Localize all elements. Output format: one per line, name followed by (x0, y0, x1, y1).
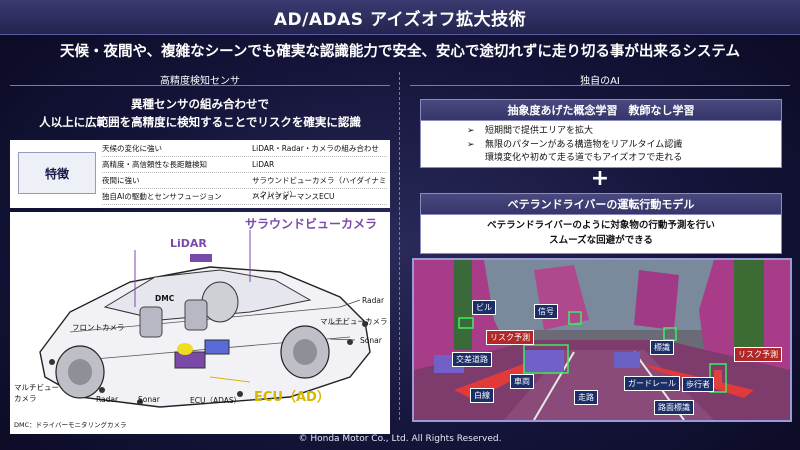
sensor-heading: 異種センサの組み合わせで 人以上に広範囲を高精度に検知することでリスクを確実に認… (10, 95, 390, 131)
feature-key: 夜間に強い (102, 176, 140, 185)
plus-icon: + (590, 166, 610, 191)
lidar-label: LiDAR (170, 237, 207, 250)
scene-tag-sign: 標識 (650, 340, 674, 355)
multiview-camera-left-label-1: マルチビュー (14, 383, 59, 392)
sonar-right-label: Sonar (360, 336, 382, 345)
sonar-bottom-label: Sonar (138, 395, 160, 404)
radar-bottom-label: Radar (96, 395, 119, 404)
ecu-ad-label: ECU（AD） (254, 390, 330, 405)
right-section-title: 独自のAI (580, 76, 620, 87)
bullet-text: 環境変化や初めて走る道でもアイズオフで走れる (485, 153, 683, 163)
multiview-camera-left-label-2: カメラ (14, 394, 37, 403)
sensor-heading-line2: 人以上に広範囲を高精度に検知することでリスクを確実に認識 (39, 115, 361, 129)
title-bar: AD/ADAS アイズオフ拡大技術 (0, 0, 800, 35)
feature-row: 独自AIの駆動とセンサフュージョン ハイパフォーマンスECU (102, 190, 387, 205)
feature-key: 独自AIの駆動とセンサフュージョン (102, 192, 222, 201)
concept-learning-body: ➢ 短期間で提供エリアを拡大 ➢ 無限のパターンがある構造物をリアルタイム認識 … (420, 121, 782, 168)
scene-tag-signal: 信号 (534, 304, 558, 319)
feature-value: ハイパフォーマンスECU (252, 192, 335, 201)
feature-key: 高精度・高信頼性な長距離検知 (102, 160, 207, 169)
feature-panel: 特徴 天候の変化に強い LiDAR・Radar・カメラの組み合わせ 高精度・高信… (10, 140, 390, 208)
bullet-text: 短期間で提供エリアを拡大 (485, 126, 594, 136)
feature-row: 天候の変化に強い LiDAR・Radar・カメラの組み合わせ (102, 142, 387, 157)
page-title: AD/ADAS アイズオフ拡大技術 (273, 9, 527, 30)
ecu-adas-label: ECU（ADAS） (190, 396, 242, 405)
column-divider (399, 72, 400, 420)
feature-value: サラウンドビューカメラ（ハイダイナミックレンジ） (252, 176, 387, 199)
scene-tag-road: 走路 (574, 390, 598, 405)
bullet-arrow-icon: ➢ (467, 140, 475, 150)
veteran-driver-body: ベテランドライバーのように対象物の行動予測を行い スムーズな回避ができる (420, 215, 782, 254)
veteran-driver-text-line2: スムーズな回避ができる (549, 235, 653, 246)
radar-right-label: Radar (362, 296, 385, 305)
scene-tag-guardrail: ガードレール (624, 376, 680, 391)
right-title-rule (410, 85, 790, 86)
dmc-footnote: DMC：ドライバーモニタリングカメラ (14, 421, 127, 429)
scene-tag-risk-right: リスク予測 (734, 347, 782, 362)
left-section-title: 高精度検知センサ (160, 76, 240, 87)
dmc-label: DMC (155, 294, 175, 303)
scene-tag-building: ビル (472, 300, 496, 315)
scene-tag-road-sign: 路面標識 (654, 400, 694, 415)
car-wireframe-illustration (39, 230, 371, 408)
veteran-driver-header: ベテランドライバーの運転行動モデル (420, 193, 782, 215)
sensor-heading-line1: 異種センサの組み合わせで (131, 97, 269, 111)
segmentation-scene: ビル 信号 リスク予測 標識 リスク予測 交差道路 車両 ガードレール 歩行者 … (412, 258, 792, 422)
car-sensor-diagram: サラウンドビューカメラ LiDAR DMC フロントカメラ Radar マルチビ… (10, 212, 390, 434)
feature-tag: 特徴 (18, 152, 96, 194)
headline: 天候・夜間や、複雑なシーンでも確実な認識能力で安全、安心で途切れずに走り切る事が… (60, 44, 740, 60)
feature-value: LiDAR・Radar・カメラの組み合わせ (252, 144, 379, 153)
front-camera-label: フロントカメラ (72, 323, 125, 332)
scene-tag-crosswalk: 交差道路 (452, 352, 492, 367)
veteran-driver-text-line1: ベテランドライバーのように対象物の行動予測を行い (487, 220, 715, 231)
bullet-arrow-icon: ➢ (467, 126, 475, 136)
multiview-camera-right-label: マルチビューカメラ (320, 317, 388, 326)
feature-key: 天候の変化に強い (102, 144, 162, 153)
scene-tag-risk-left: リスク予測 (486, 330, 534, 345)
feature-row: 夜間に強い サラウンドビューカメラ（ハイダイナミックレンジ） (102, 174, 387, 199)
surround-camera-label: サラウンドビューカメラ (245, 217, 378, 231)
feature-value: LiDAR (252, 160, 275, 169)
scene-tag-white-line: 白線 (470, 388, 494, 403)
scene-tag-vehicle: 車両 (510, 374, 534, 389)
left-title-rule (10, 85, 390, 86)
copyright-footer: © Honda Motor Co., Ltd. All Rights Reser… (298, 434, 502, 444)
scene-tag-pedestrian: 歩行者 (682, 377, 714, 392)
concept-learning-header: 抽象度あげた概念学習 教師なし学習 (420, 99, 782, 121)
bullet-text: 無限のパターンがある構造物をリアルタイム認識 (485, 140, 683, 150)
feature-row: 高精度・高信頼性な長距離検知 LiDAR (102, 158, 387, 173)
